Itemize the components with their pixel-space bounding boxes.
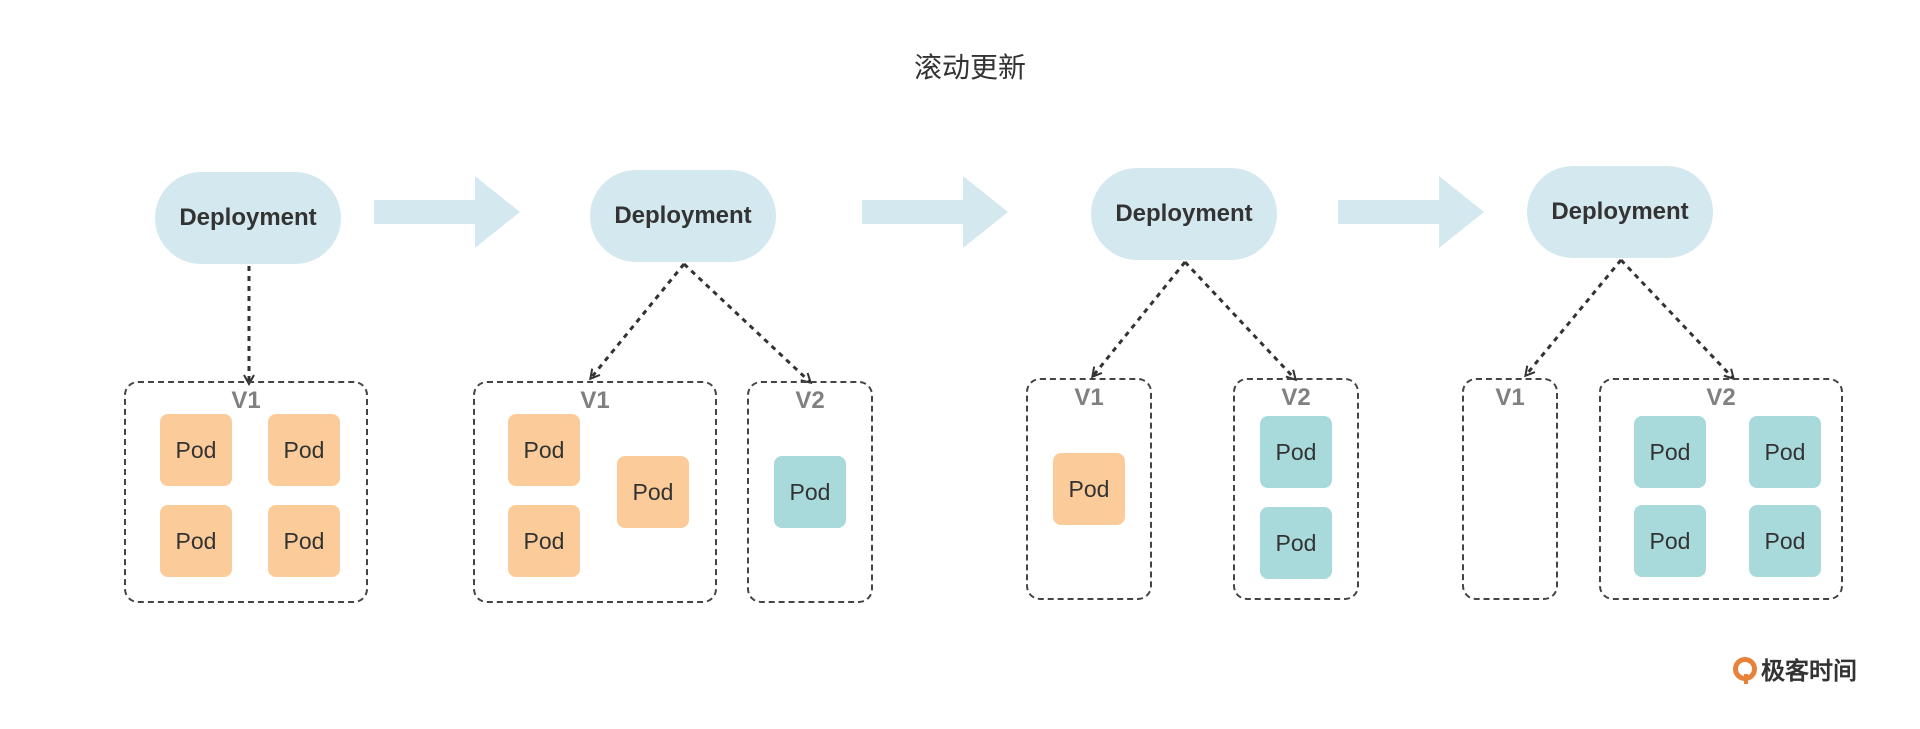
- dotted-arrow: [1619, 258, 1733, 378]
- version-label: V2: [1281, 384, 1311, 411]
- pod-v2: Pod: [1634, 505, 1706, 577]
- pod-v2: Pod: [1634, 416, 1706, 488]
- stage-arrow: [374, 176, 520, 248]
- pod-v2: Pod: [774, 456, 846, 528]
- deployment-node: Deployment: [1091, 168, 1277, 260]
- version-label: V1: [580, 387, 610, 414]
- version-group-v2: V2 Pod Pod: [1233, 378, 1359, 600]
- version-label: V1: [1495, 384, 1525, 411]
- dotted-arrow: [591, 263, 686, 378]
- pod-v1: Pod: [508, 414, 580, 486]
- pod-v1: Pod: [160, 505, 232, 577]
- version-group-v1: V1: [1462, 378, 1558, 600]
- dotted-arrow: [1093, 261, 1187, 376]
- version-group-v1: V1 Pod: [1026, 378, 1152, 600]
- dotted-arrow: [682, 262, 810, 382]
- stage-arrow: [1338, 176, 1484, 248]
- stage-arrow: [862, 176, 1008, 248]
- version-group-v2: V2 Pod Pod Pod Pod: [1599, 378, 1843, 600]
- deployment-node: Deployment: [590, 170, 776, 262]
- version-group-v1: V1 Pod Pod Pod Pod: [124, 381, 368, 603]
- pod-v1: Pod: [268, 414, 340, 486]
- version-label: V1: [1074, 384, 1104, 411]
- brand-logo-text: 极客时间: [1761, 657, 1857, 685]
- pod-v1: Pod: [1053, 453, 1125, 525]
- pod-v2: Pod: [1260, 507, 1332, 579]
- geektime-logo-icon: [1733, 656, 1757, 684]
- version-label: V2: [795, 387, 825, 414]
- pod-v1: Pod: [268, 505, 340, 577]
- pod-v1: Pod: [160, 414, 232, 486]
- brand-logo: 极客时间: [1733, 651, 1857, 686]
- pod-v1: Pod: [617, 456, 689, 528]
- deployment-node: Deployment: [1527, 166, 1713, 258]
- pod-v1: Pod: [508, 505, 580, 577]
- version-group-v2: V2 Pod: [747, 381, 873, 603]
- deployment-node: Deployment: [155, 172, 341, 264]
- diagram-title: 滚动更新: [913, 51, 1026, 84]
- dotted-arrow: [1526, 259, 1623, 375]
- version-label: V1: [231, 387, 261, 414]
- pod-v2: Pod: [1260, 416, 1332, 488]
- version-label: V2: [1706, 384, 1736, 411]
- pod-v2: Pod: [1749, 505, 1821, 577]
- version-group-v1: V1 Pod Pod Pod: [473, 381, 717, 603]
- pod-v2: Pod: [1749, 416, 1821, 488]
- dotted-arrow: [1183, 260, 1295, 379]
